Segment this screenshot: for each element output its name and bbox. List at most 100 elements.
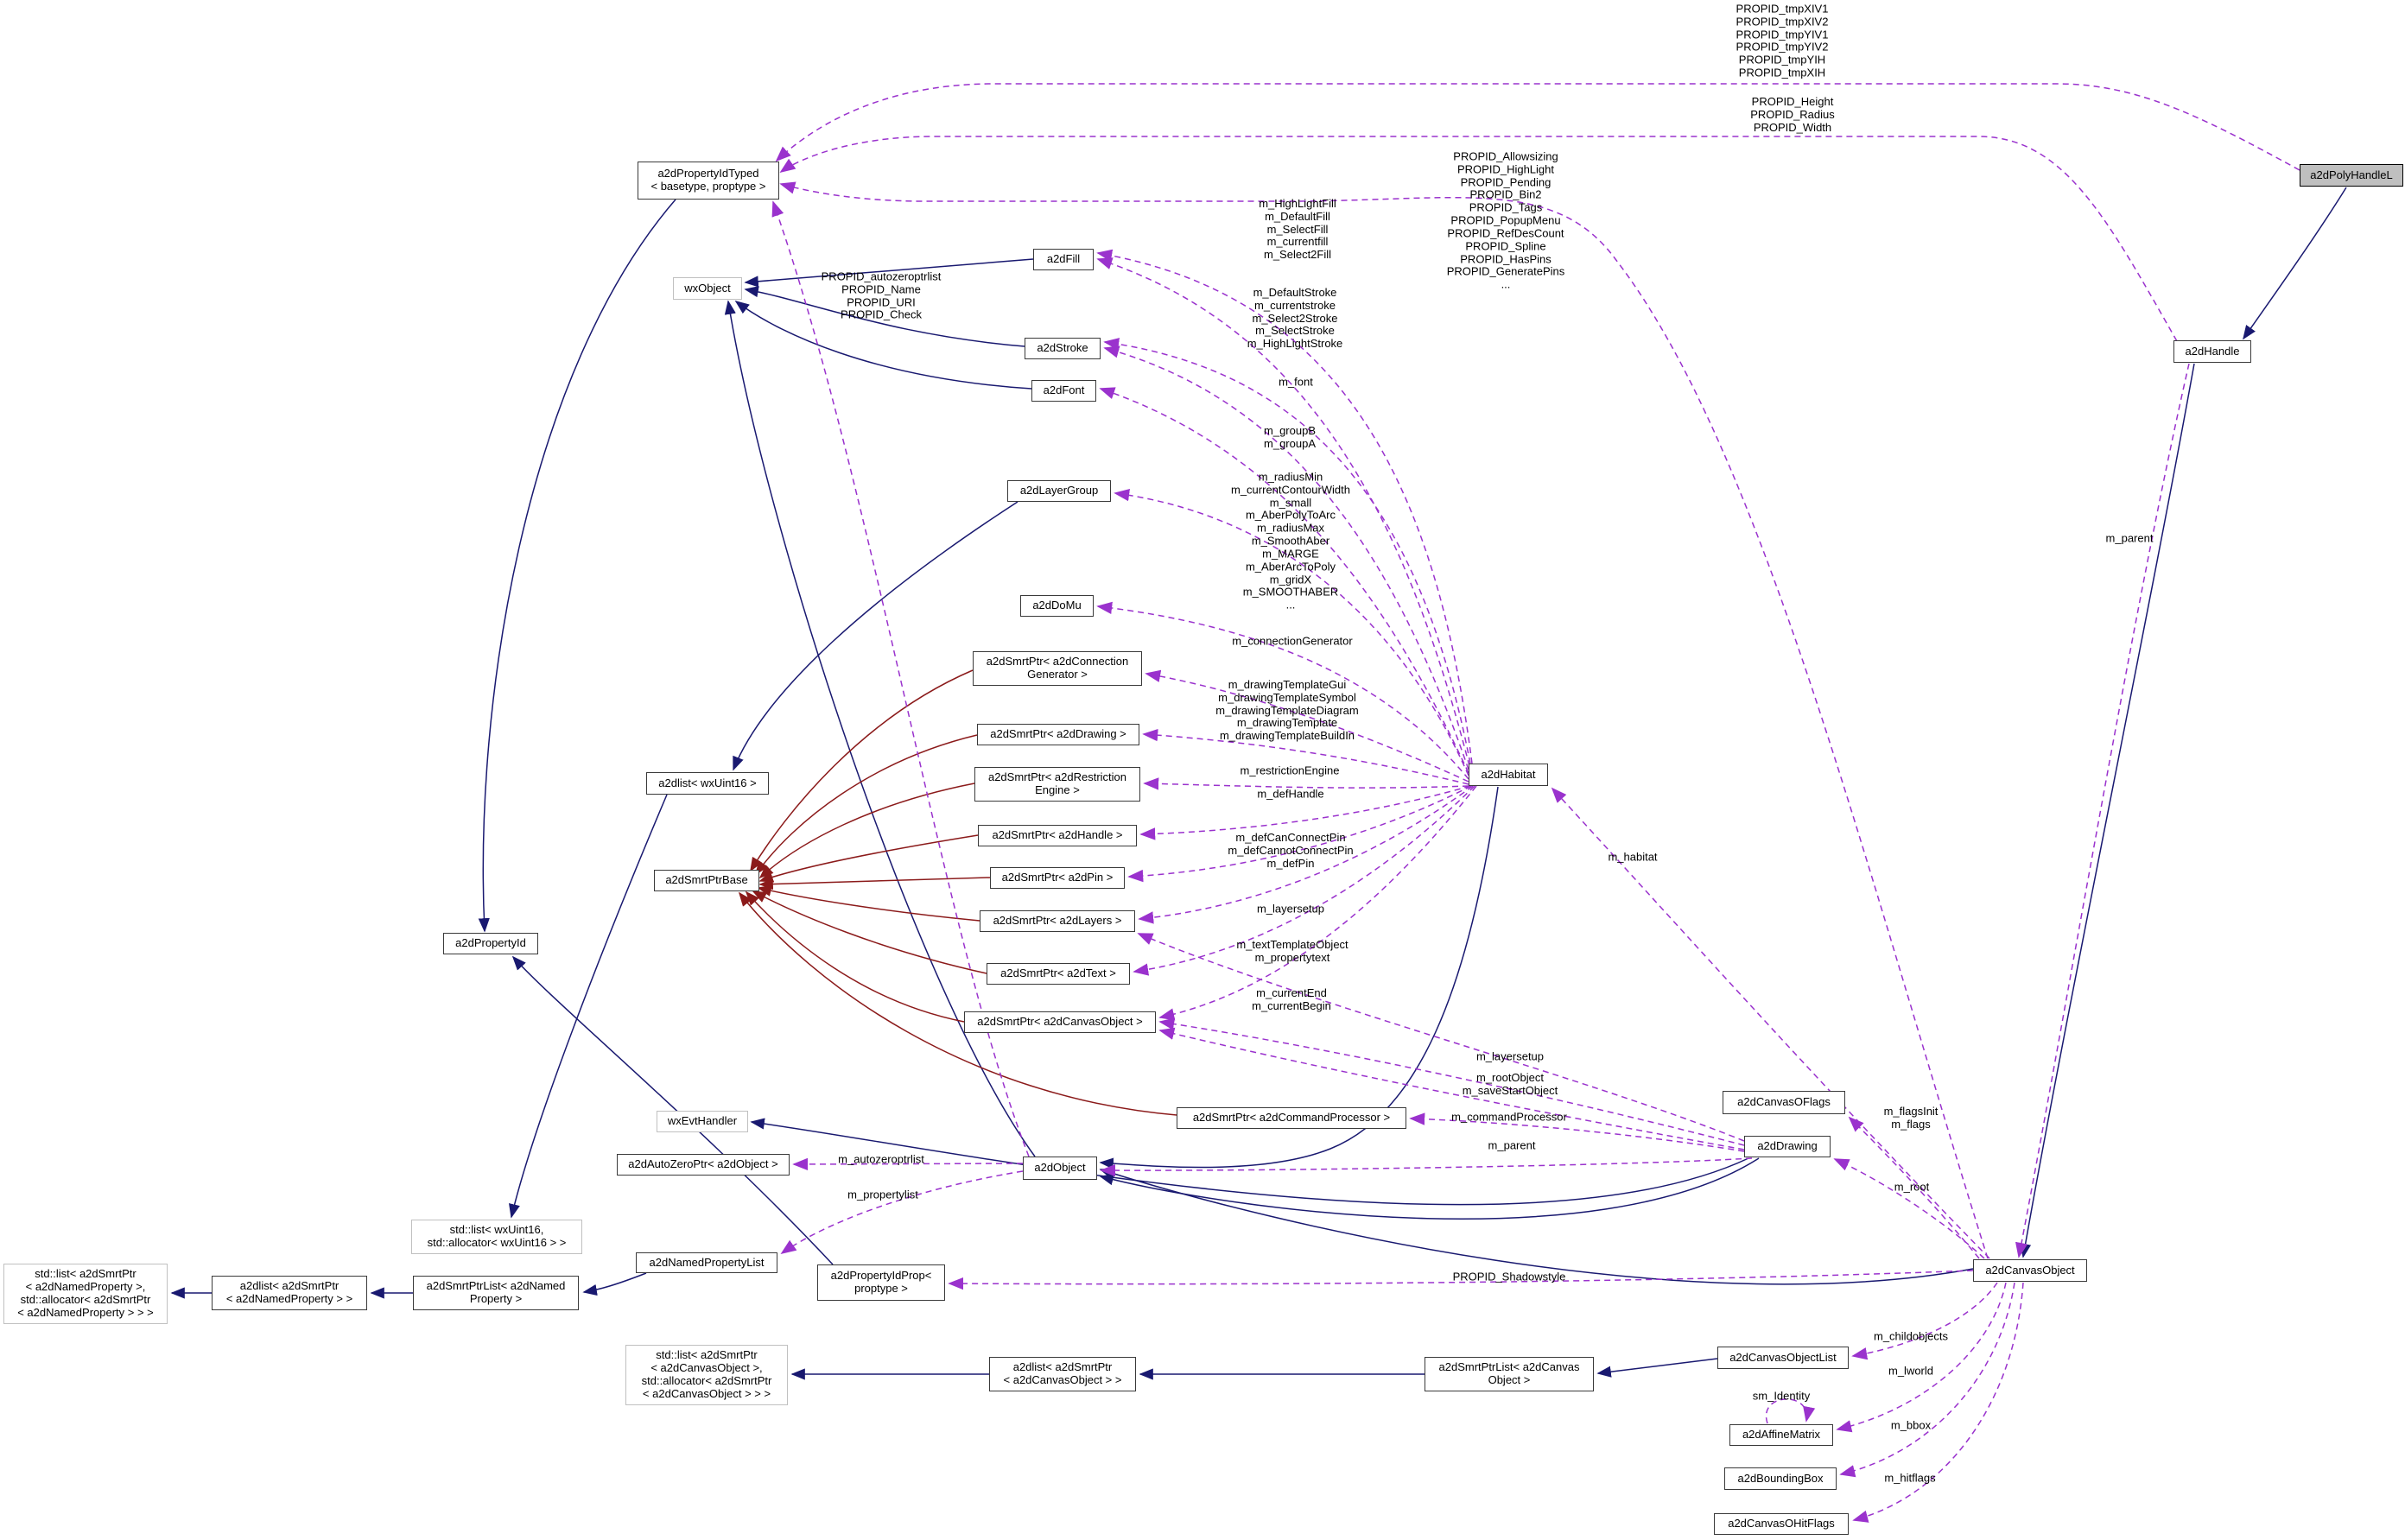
edge-label-27: m_lworld — [1888, 1364, 1934, 1378]
edge-use-object-namedproplist — [780, 1170, 1024, 1255]
edge-label-7: m_groupB m_groupA — [1264, 424, 1316, 450]
class-node-wxEvtHandler: wxEvtHandler — [657, 1111, 748, 1132]
edge-use-polyhandlel-propidtyped — [775, 83, 2300, 171]
edge-inherit-object-wxobject — [724, 300, 1036, 1157]
edge-label-22: m_parent — [2105, 531, 2154, 545]
edge-inherit-font-wxobject — [734, 301, 1032, 390]
class-node-a2dStroke[interactable]: a2dStroke — [1025, 338, 1101, 359]
edge-label-3: PROPID_autozeroptrlist PROPID_Name PROPI… — [821, 269, 942, 321]
edge-priv-ptrdrawing-smrtptrbase — [755, 734, 978, 876]
edge-use-drawing-parent-object — [1100, 1157, 1753, 1177]
class-node-ptr-text[interactable]: a2dSmrtPtr< a2dText > — [987, 963, 1130, 985]
edge-label-14: m_layersetup — [1256, 902, 1325, 916]
class-node-a2dDoMu[interactable]: a2dDoMu — [1020, 595, 1094, 617]
edge-use-canvasobject-objectlist — [1851, 1282, 1998, 1360]
edge-use-habitat-ptrrestriction — [1143, 777, 1469, 790]
class-node-ptr-drawing[interactable]: a2dSmrtPtr< a2dDrawing > — [977, 724, 1139, 745]
class-node-ptr-handle[interactable]: a2dSmrtPtr< a2dHandle > — [978, 825, 1137, 846]
edge-priv-ptrrestriction-smrtptrbase — [758, 783, 975, 879]
edge-use-affinematrix-selfloop — [1765, 1398, 1816, 1424]
edge-use-habitat-ptrcanvasobj — [1158, 785, 1477, 1021]
class-node-a2dBoundingBox[interactable]: a2dBoundingBox — [1724, 1467, 1837, 1490]
edge-label-15: m_textTemplateObject m_propertytext — [1236, 938, 1348, 964]
edge-label-17: m_habitat — [1608, 850, 1658, 864]
class-node-a2dPropertyIdTyped[interactable]: a2dPropertyIdTyped < basetype, proptype … — [638, 162, 779, 200]
class-node-ptr-restriction-engine[interactable]: a2dSmrtPtr< a2dRestriction Engine > — [974, 767, 1140, 802]
class-node-a2dHandle[interactable]: a2dHandle — [2173, 340, 2251, 363]
edge-inherit-namedproplist-smrtptrlist — [582, 1272, 647, 1296]
class-node-a2dNamedPropertyList[interactable]: a2dNamedPropertyList — [636, 1252, 777, 1273]
edge-use-drawing-rootobject — [1158, 1017, 1745, 1146]
class-node-a2dSmrtPtrList-namedproperty[interactable]: a2dSmrtPtrList< a2dNamed Property > — [413, 1276, 579, 1310]
edge-inherit-a2dlist16-stdlist16 — [509, 794, 668, 1219]
edge-inherit-polyhandlel-handle — [2243, 187, 2347, 340]
edge-use-habitat-stroke-b — [1103, 338, 1471, 764]
edge-use-canvasobject-propidprop — [948, 1270, 1974, 1290]
edge-inherit-propidtyped-propertyid — [478, 199, 676, 933]
edge-inherit-canvasobjectlist-smrtptrlistcanvas — [1596, 1358, 1718, 1378]
edge-use-habitat-layergroup — [1114, 489, 1469, 776]
edge-label-8: m_radiusMin m_currentContourWidth m_smal… — [1231, 470, 1350, 612]
class-node-a2dFont[interactable]: a2dFont — [1031, 380, 1096, 402]
edge-label-23: m_flagsInit m_flags — [1883, 1105, 1939, 1131]
class-node-a2dObject[interactable]: a2dObject — [1023, 1157, 1097, 1180]
edge-label-19: m_rootObject m_saveStartObject — [1462, 1071, 1558, 1097]
class-node-a2dCanvasOHitFlags[interactable]: a2dCanvasOHitFlags — [1714, 1513, 1849, 1535]
edge-inherit-habitat-object — [1099, 786, 1499, 1169]
class-node-ptr-connection-generator[interactable]: a2dSmrtPtr< a2dConnection Generator > — [973, 651, 1142, 686]
class-node-a2dlist-wxuint16[interactable]: a2dlist< wxUint16 > — [646, 772, 769, 795]
class-node-a2dSmrtPtrBase[interactable]: a2dSmrtPtrBase — [654, 870, 759, 891]
edge-use-habitat-ptrdrawing — [1142, 728, 1469, 785]
class-node-a2dPropertyIdProp[interactable]: a2dPropertyIdProp< proptype > — [817, 1264, 945, 1301]
class-node-a2dAutoZeroPtr[interactable]: a2dAutoZeroPtr< a2dObject > — [617, 1154, 790, 1176]
edge-priv-conngen-smrtptrbase — [750, 669, 974, 872]
edge-use-object-autozeroptr — [792, 1157, 1024, 1171]
edge-use-canvasobject-boundingbox — [1839, 1282, 2015, 1478]
edge-priv-ptrhandle-smrtptrbase — [758, 834, 979, 883]
class-node-ptr-command-processor[interactable]: a2dSmrtPtr< a2dCommandProcessor > — [1177, 1107, 1406, 1129]
edge-inherit-layergroup-a2dlist16 — [733, 501, 1018, 771]
class-node-ptr-canvas-object[interactable]: a2dSmrtPtr< a2dCanvasObject > — [964, 1011, 1156, 1033]
class-node-a2dSmrtPtrList-canvasobject[interactable]: a2dSmrtPtrList< a2dCanvas Object > — [1425, 1357, 1594, 1391]
edge-priv-ptrcanvasobj-smrtptrbase — [745, 890, 965, 1023]
class-node-a2dCanvasObjectList[interactable]: a2dCanvasObjectList — [1717, 1347, 1849, 1369]
edge-label-11: m_restrictionEngine — [1240, 764, 1340, 777]
edge-label-32: m_propertylist — [847, 1188, 918, 1201]
edge-label-26: m_childobjects — [1874, 1329, 1948, 1343]
edge-label-4: m_HighLightFill m_DefaultFill m_SelectFi… — [1259, 196, 1336, 262]
edge-label-18: m_layersetup — [1475, 1049, 1545, 1063]
edge-label-24: m_root — [1894, 1180, 1930, 1194]
class-node-a2dPropertyId[interactable]: a2dPropertyId — [443, 933, 538, 954]
edge-use-habitat-stroke-a — [1103, 345, 1469, 770]
class-node-ptr-layers[interactable]: a2dSmrtPtr< a2dLayers > — [980, 910, 1135, 932]
edge-use-drawing-cmdproc — [1409, 1112, 1745, 1152]
edge-label-12: m_defHandle — [1257, 787, 1324, 801]
class-node-a2dlist-canvasobject[interactable]: a2dlist< a2dSmrtPtr < a2dCanvasObject > … — [989, 1357, 1136, 1391]
class-node-a2dAffineMatrix[interactable]: a2dAffineMatrix — [1729, 1424, 1833, 1446]
edge-use-habitat-domu — [1096, 601, 1469, 780]
edge-inherit-fill-wxobject — [744, 258, 1034, 288]
class-node-a2dCanvasObject[interactable]: a2dCanvasObject — [1973, 1259, 2087, 1282]
edge-use-canvasobject-drawing-root — [1833, 1158, 1985, 1259]
class-node-a2dCanvasOFlags[interactable]: a2dCanvasOFlags — [1723, 1091, 1845, 1114]
edge-label-31: m_autozeroptrlist — [838, 1152, 924, 1166]
class-node-a2dHabitat[interactable]: a2dHabitat — [1469, 764, 1548, 786]
class-node-ptr-pin[interactable]: a2dSmrtPtr< a2dPin > — [990, 867, 1125, 889]
edge-inherit-handle-canvasobject — [2020, 363, 2195, 1258]
edge-inherit-canvasobject-object — [1099, 1168, 1974, 1285]
edge-inherit-propidprop-propertyid — [511, 955, 834, 1265]
edge-inherit-drawing-wxevthandler — [750, 1118, 1749, 1206]
edge-priv-ptrpin-smrtptrbase — [758, 877, 991, 890]
edge-label-1: PROPID_Height PROPID_Radius PROPID_Width — [1750, 94, 1835, 134]
class-node-a2dLayerGroup[interactable]: a2dLayerGroup — [1007, 480, 1111, 502]
edge-use-canvasobject-habitat — [1551, 787, 1990, 1259]
edge-use-handle-parent-canvasobject — [2015, 363, 2190, 1258]
edge-use-handle-propidtyped — [779, 136, 2178, 342]
edge-label-2: PROPID_Allowsizing PROPID_HighLight PROP… — [1446, 149, 1565, 291]
class-node-a2dlist-namedproperty[interactable]: a2dlist< a2dSmrtPtr < a2dNamedProperty >… — [212, 1276, 367, 1310]
edge-label-10: m_drawingTemplateGui m_drawingTemplateSy… — [1215, 677, 1359, 743]
class-node-a2dDrawing[interactable]: a2dDrawing — [1744, 1136, 1831, 1157]
edge-label-9: m_connectionGenerator — [1232, 634, 1353, 648]
class-node-a2dFill[interactable]: a2dFill — [1033, 249, 1094, 270]
